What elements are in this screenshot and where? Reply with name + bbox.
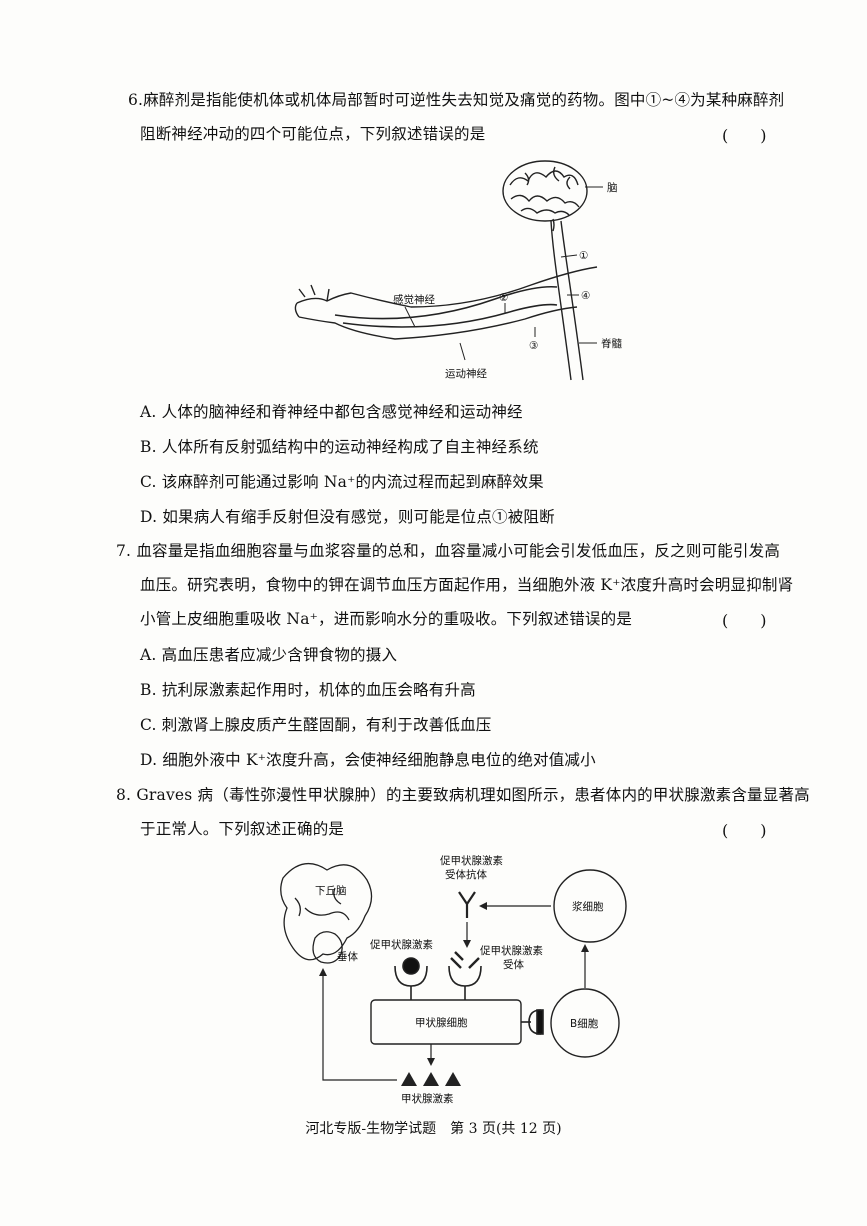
q6-option-a[interactable]: A. 人体的脑神经和脊神经中都包含感觉神经和运动神经 [140, 403, 523, 421]
tsh-receptor-right [448, 951, 482, 1000]
q8-line-2: 于正常人。下列叙述正确的是 [140, 820, 345, 838]
label-point-3: ③ [529, 340, 538, 352]
label-point-4: ④ [581, 290, 590, 302]
q8-answer-paren[interactable]: ( ) [722, 821, 767, 840]
q7-option-d[interactable]: D. 细胞外液中 K⁺浓度升高，会使神经细胞静息电位的绝对值减小 [140, 751, 596, 769]
point-1-leader [560, 254, 578, 258]
sensory-leader [404, 306, 416, 328]
q7-line-1: 7. 血容量是指血细胞容量与血浆容量的总和，血容量减小可能会引发低血压，反之则可… [116, 542, 781, 560]
label-point-1: ① [579, 250, 588, 262]
tsh-receptor-left [394, 957, 428, 1000]
label-receptor-2: 受体 [503, 959, 524, 971]
label-tsh: 促甲状腺激素 [370, 938, 433, 951]
hypothalamus-pituitary-drawing [280, 862, 373, 964]
q7-answer-paren[interactable]: ( ) [722, 611, 767, 630]
motor-leader [459, 342, 466, 361]
arrowhead-feedback [319, 968, 327, 976]
page-footer: 河北专版-生物学试题 第 3 页(共 12 页) [305, 1121, 562, 1137]
label-antibody-1: 促甲状腺激素 [440, 854, 503, 867]
label-receptor-1: 促甲状腺激素 [480, 944, 543, 957]
q7-line-2: 血压。研究表明，食物中的钾在调节血压方面起作用，当细胞外液 K⁺浓度升高时会明显… [140, 576, 794, 594]
arrowhead-bcell [581, 944, 589, 952]
nerve-paths [334, 285, 558, 328]
q6-option-c[interactable]: C. 该麻醉剂可能通过影响 Na⁺的内流过程而起到麻醉效果 [140, 473, 544, 491]
q7-option-b[interactable]: B. 抗利尿激素起作用时，机体的血压会略有升高 [140, 681, 476, 699]
arm-drawing [294, 266, 598, 340]
plasma-cell-circle [553, 869, 627, 943]
q6-answer-paren[interactable]: ( ) [722, 126, 767, 145]
feedback-arrow [322, 974, 397, 1081]
label-b-cell: B细胞 [570, 1017, 599, 1030]
b-cell-circle [550, 988, 620, 1058]
label-thyroid-hormone: 甲状腺激素 [401, 1092, 454, 1105]
label-plasma-cell: 浆细胞 [572, 900, 604, 913]
q7-line-3: 小管上皮细胞重吸收 Na⁺，进而影响水分的重吸收。下列叙述错误的是 [140, 610, 633, 628]
arrowhead-thyroid [427, 1058, 435, 1066]
arrowhead-antibody [463, 940, 471, 948]
label-point-2: ② [499, 292, 508, 304]
label-hypothalamus: 下丘脑 [315, 884, 347, 897]
q8-line-1: 8. Graves 病（毒性弥漫性甲状腺肿）的主要致病机理如图所示，患者体内的甲… [116, 786, 810, 804]
label-brain: 脑 [607, 181, 618, 194]
bcell-receptor [521, 1009, 544, 1035]
label-motor-nerve: 运动神经 [445, 367, 487, 380]
graves-diagram: 下丘脑 垂体 促甲状腺激素 促甲状腺激素 受体抗体 促甲状腺激素 受体 浆细胞 … [280, 854, 627, 1105]
thyroid-hormone-icons [401, 1072, 461, 1086]
q6-line-1: 6.麻醉剂是指能使机体或机体局部暂时可逆性失去知觉及痛觉的药物。图中①~④为某种… [128, 91, 785, 109]
label-spinal-cord: 脊髓 [601, 337, 622, 350]
spinal-cord-drawing [550, 220, 584, 381]
q6-option-d[interactable]: D. 如果病人有缩手反射但没有感觉，则可能是位点①被阻断 [140, 508, 555, 526]
brain-drawing [502, 160, 588, 232]
label-antibody-2: 受体抗体 [445, 868, 487, 881]
antibody-icon [458, 891, 476, 918]
q6-option-b[interactable]: B. 人体所有反射弧结构中的运动神经构成了自主神经系统 [140, 438, 539, 456]
arrowhead-plasma [479, 902, 487, 910]
label-sensory-nerve: 感觉神经 [393, 293, 435, 306]
label-pituitary: 垂体 [337, 951, 358, 963]
label-thyroid-cell: 甲状腺细胞 [415, 1016, 468, 1029]
q7-option-a[interactable]: A. 高血压患者应减少含钾食物的摄入 [140, 646, 398, 664]
q6-line-2: 阻断神经冲动的四个可能位点，下列叙述错误的是 [140, 125, 486, 143]
q7-option-c[interactable]: C. 刺激肾上腺皮质产生醛固酮，有利于改善低血压 [140, 716, 492, 734]
nerve-diagram: 脑 ① ② ③ ④ 感觉神经 脊髓 运动神经 [294, 160, 622, 381]
